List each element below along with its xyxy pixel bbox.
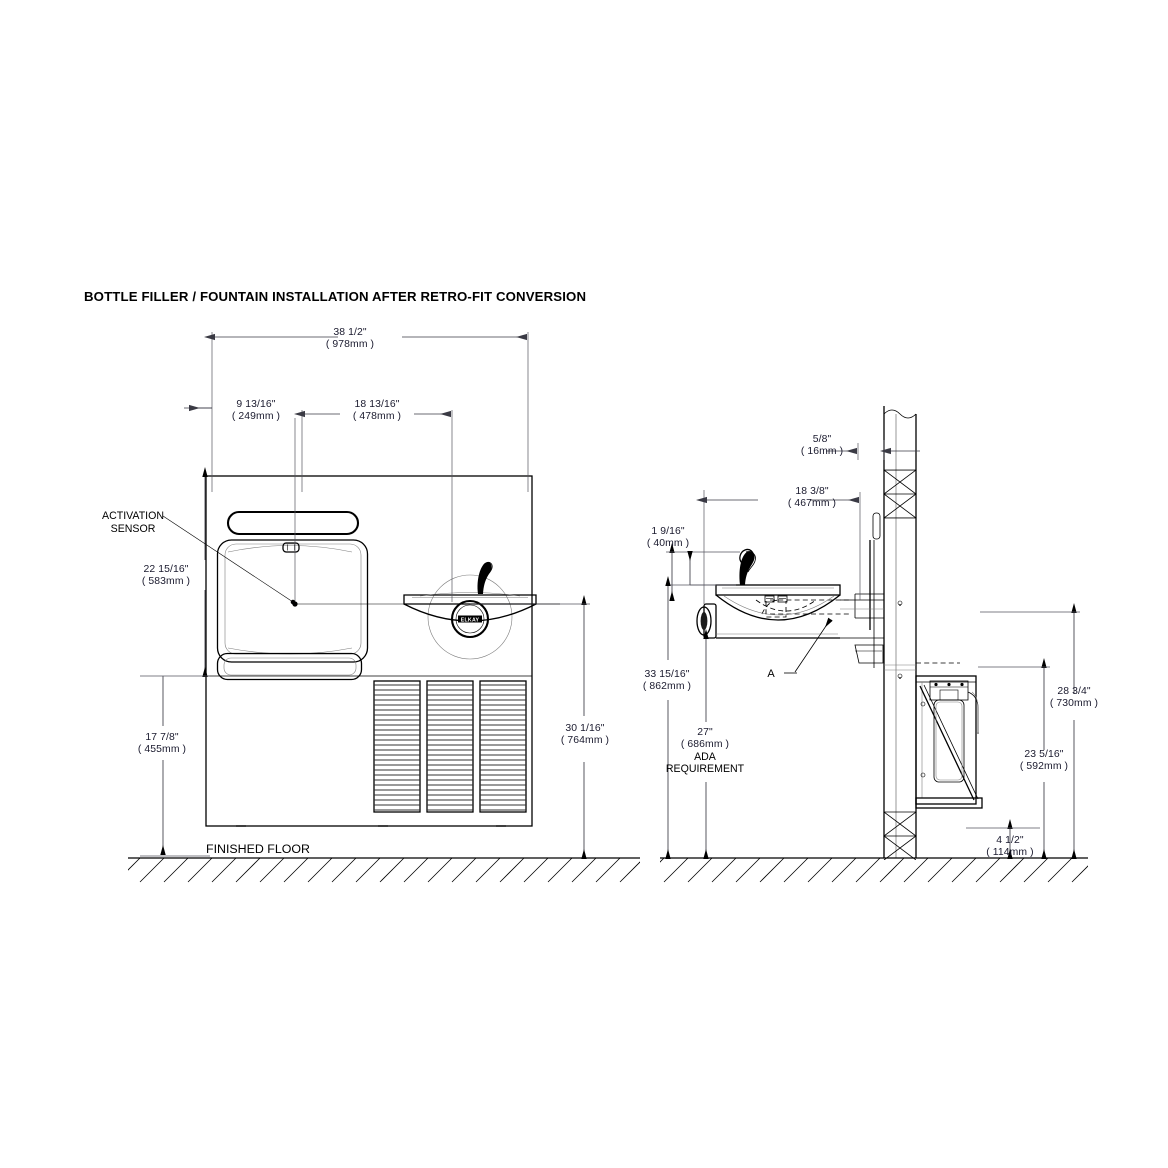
dim-chiller-clear-imperial: 4 1/2" — [996, 835, 1024, 846]
section-callout-a: A — [767, 617, 833, 680]
chiller-filter-cabinet — [915, 675, 983, 809]
front-elevation-view: ELKAY — [205, 475, 537, 827]
water-filter-cartridge — [929, 680, 979, 783]
wall-section — [869, 406, 917, 860]
dim-wall-thickness-imperial: 5/8" — [813, 434, 832, 445]
dim-chiller-mid-metric: ( 592mm ) — [1020, 761, 1068, 772]
supply-lines — [884, 662, 960, 671]
ada-label-line1: ADA — [694, 751, 717, 763]
brand-logo-text: ELKAY — [461, 617, 480, 623]
bubbler-front — [477, 561, 493, 595]
dim-lower-height-metric: ( 455mm ) — [138, 744, 186, 755]
dim-wall-thickness-metric: ( 16mm ) — [801, 446, 843, 457]
section-callout-a-label: A — [767, 668, 775, 680]
dim-projection-imperial: 18 3/8" — [795, 486, 828, 497]
dim-chiller-clear-metric: ( 114mm ) — [986, 847, 1033, 858]
dim-lower-height-imperial: 17 7/8" — [145, 732, 178, 743]
grille-panel-1 — [373, 680, 421, 813]
dim-bowl-rim-height-metric: ( 764mm ) — [561, 735, 609, 746]
dim-chiller-mid-imperial: 23 5/16" — [1024, 749, 1063, 760]
bubbler-side — [739, 548, 756, 585]
dim-chiller-top-metric: ( 730mm ) — [1050, 698, 1098, 709]
filler-basin — [216, 652, 363, 681]
front-view-dimensions: 38 1/2" ( 978mm ) 9 13/16" ( 249mm ) 18 … — [102, 327, 609, 859]
dim-ada-spout-imperial: 27" — [697, 727, 713, 738]
finished-floor-label: FINISHED FLOOR — [206, 842, 310, 856]
brand-logo-badge: ELKAY — [450, 599, 490, 639]
side-elevation-view: A — [696, 406, 983, 860]
wall-carrier-frame — [761, 593, 884, 619]
brand-logo-mark: ELKAY — [458, 615, 482, 623]
mounting-arm — [840, 599, 884, 639]
grille-panel-2 — [426, 680, 474, 813]
page-title: BOTTLE FILLER / FOUNTAIN INSTALLATION AF… — [84, 289, 587, 304]
activation-sensor-leader — [162, 515, 560, 605]
dim-ada-spout-metric: ( 686mm ) — [681, 739, 729, 750]
dim-bubbler-rise-metric: ( 40mm ) — [647, 538, 689, 549]
dim-upper-height-imperial: 22 15/16" — [143, 564, 188, 575]
dim-filler-height-metric: ( 862mm ) — [643, 681, 691, 692]
dim-overall-width-metric: ( 978mm ) — [326, 339, 374, 350]
dim-sensor-offset-metric: ( 249mm ) — [232, 411, 280, 422]
dispenser-nozzle — [282, 542, 300, 553]
dim-upper-height-metric: ( 583mm ) — [142, 576, 190, 587]
dim-bubbler-offset-metric: ( 478mm ) — [353, 411, 401, 422]
activation-sensor-label-line2: SENSOR — [111, 523, 156, 535]
front-cabinet-outline — [205, 475, 533, 827]
side-view-dimensions: 5/8" ( 16mm ) 18 3/8" ( 467mm ) 1 9/16" … — [643, 434, 1098, 859]
fountain-bowl-front: ELKAY — [403, 561, 537, 660]
drain-trough — [854, 644, 884, 664]
dim-filler-height-imperial: 33 15/16" — [644, 669, 689, 680]
dim-bubbler-rise-imperial: 1 9/16" — [651, 526, 684, 537]
dim-overall-width-imperial: 38 1/2" — [333, 327, 366, 338]
finished-floor-right — [660, 857, 1088, 883]
dim-chiller-top-imperial: 28 3/4" — [1057, 686, 1090, 697]
dim-projection-metric: ( 467mm ) — [788, 498, 836, 509]
dim-bubbler-offset-imperial: 18 13/16" — [354, 399, 399, 410]
ada-label-line2: REQUIREMENT — [666, 763, 745, 775]
dim-sensor-offset-imperial: 9 13/16" — [236, 399, 275, 410]
finished-floor-left — [128, 857, 640, 883]
activation-sensor-label-line1: ACTIVATION — [102, 510, 164, 522]
grille-panel-3 — [479, 680, 527, 813]
dim-bowl-rim-height-imperial: 30 1/16" — [565, 723, 604, 734]
ventilation-grille — [373, 680, 527, 813]
bottle-filler-alcove — [216, 510, 369, 681]
fountain-bowl-side — [696, 548, 841, 639]
